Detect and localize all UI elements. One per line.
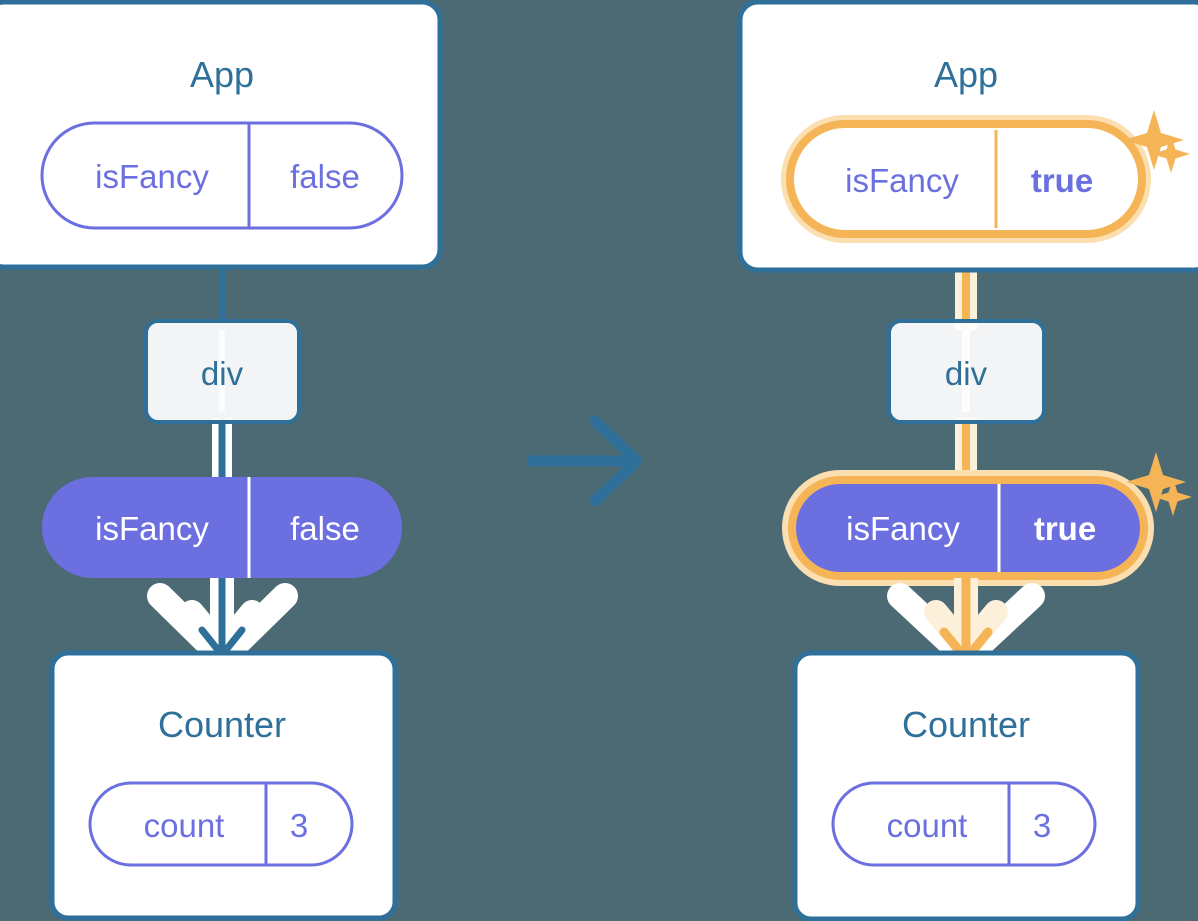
node-div: div xyxy=(887,319,1046,424)
props-pill-value: false xyxy=(290,510,360,547)
app-state-pill: isFancy true xyxy=(781,115,1151,243)
panel-before: App isFancy false div isFancy false xyxy=(0,0,443,921)
app-pill-body xyxy=(40,121,404,230)
counter-state-pill: count 3 xyxy=(88,781,354,867)
card-div-label: div xyxy=(201,355,244,392)
counter-state-pill: count 3 xyxy=(831,781,1097,867)
counter-pill-body xyxy=(831,781,1097,867)
card-counter-title: Counter xyxy=(902,704,1030,745)
app-state-pill: isFancy false xyxy=(40,121,404,230)
app-pill-key: isFancy xyxy=(95,158,209,195)
card-app-title: App xyxy=(190,54,254,95)
props-state-pill: isFancy false xyxy=(42,477,402,578)
counter-pill-value: 3 xyxy=(1033,807,1051,844)
counter-pill-key: count xyxy=(887,807,968,844)
app-pill-value: false xyxy=(290,158,360,195)
props-pill-key: isFancy xyxy=(95,510,209,547)
card-app-title: App xyxy=(934,54,998,95)
app-pill-key: isFancy xyxy=(845,162,959,199)
panel-after: App isFancy true div xyxy=(737,0,1198,921)
node-div: div xyxy=(144,319,301,424)
sparkle-icon-props-large xyxy=(1126,452,1186,512)
card-counter-title: Counter xyxy=(158,704,286,745)
props-pill-body xyxy=(42,477,402,578)
props-pill-value: true xyxy=(1034,510,1096,547)
counter-pill-key: count xyxy=(144,807,225,844)
sparkle-icon-app-large xyxy=(1124,110,1184,170)
props-pill-body xyxy=(788,476,1148,580)
props-state-pill: isFancy true xyxy=(782,470,1154,586)
transition-arrow-right-icon xyxy=(526,415,643,507)
sparkle-icon-app-small xyxy=(1152,135,1190,173)
app-pill-value: true xyxy=(1031,162,1093,199)
sparkle-icon-props-small xyxy=(1154,478,1192,516)
card-div xyxy=(144,319,301,424)
card-div-label: div xyxy=(945,355,988,392)
props-pill-key: isFancy xyxy=(846,510,960,547)
counter-pill-value: 3 xyxy=(290,807,308,844)
app-pill-body xyxy=(786,120,1146,238)
card-div xyxy=(887,319,1046,424)
counter-pill-body xyxy=(88,781,354,867)
